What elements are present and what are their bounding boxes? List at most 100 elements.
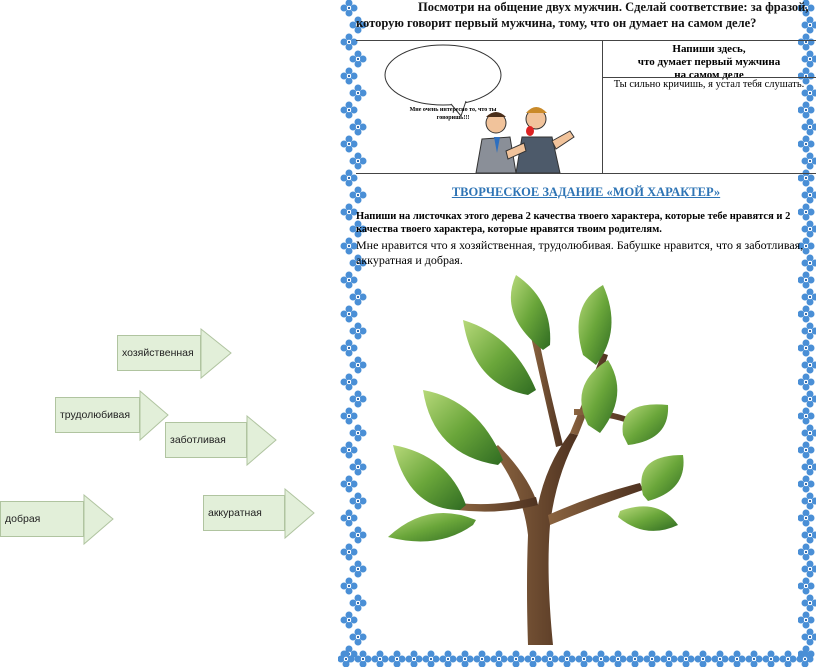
speech-bubble-text: Мне очень интересно то, что ты говоришь!… — [409, 107, 497, 121]
flower-icon — [340, 271, 358, 289]
flower-icon — [801, 458, 816, 476]
arrow-head-1 — [200, 327, 232, 380]
flower-icon — [801, 322, 816, 340]
flower-icon — [422, 650, 440, 667]
leaf-2 — [578, 285, 612, 365]
flower-icon — [558, 650, 576, 667]
flower-icon — [490, 650, 508, 667]
flower-icon — [798, 577, 815, 595]
flower-icon — [340, 373, 358, 391]
leaf-7 — [641, 455, 684, 501]
flower-icon — [798, 271, 815, 289]
section-title: ТВОРЧЕСКОЕ ЗАДАНИЕ «МОЙ ХАРАКТЕР» — [451, 185, 721, 199]
flower-icon — [801, 560, 816, 578]
flower-icon — [541, 650, 559, 667]
flower-icon — [801, 288, 816, 306]
flower-icon — [349, 356, 367, 374]
arrow-head-3 — [246, 414, 277, 467]
tree-illustration — [388, 275, 684, 645]
flower-icon — [340, 135, 358, 153]
arrow-label-3: заботливая — [170, 434, 226, 446]
flower-icon — [340, 577, 358, 595]
flower-icon — [349, 594, 367, 612]
flower-icon — [711, 650, 729, 667]
flower-icon — [798, 543, 815, 561]
right-header-line-3: на самом деле — [674, 69, 744, 81]
flower-icon — [592, 650, 610, 667]
leaf-8 — [393, 445, 466, 510]
men-talking-illustration — [384, 44, 575, 173]
arrow-shape-1: хозяйственная — [117, 327, 232, 380]
flower-icon — [801, 628, 816, 646]
flower-icon — [340, 407, 358, 425]
flower-icon — [349, 322, 367, 340]
flower-icon — [349, 424, 367, 442]
flower-icon — [340, 33, 358, 51]
flower-icon — [677, 650, 695, 667]
arrow-label-4: добрая — [5, 513, 41, 525]
arrow-head-2 — [139, 389, 169, 442]
flower-icon — [349, 390, 367, 408]
flower-icon — [762, 650, 780, 667]
table-divider — [602, 41, 603, 173]
arrow-label-1: хозяйственная — [122, 347, 194, 359]
flower-icon — [349, 492, 367, 510]
flower-icon — [798, 441, 815, 459]
flower-icon — [349, 526, 367, 544]
document-page: Посмотри на общение двух мужчин. Сделай … — [338, 0, 816, 667]
leaf-1 — [510, 275, 551, 350]
flower-icon — [340, 101, 358, 119]
flower-icon — [660, 650, 678, 667]
flower-icon — [349, 458, 367, 476]
flower-icon — [798, 373, 815, 391]
flower-icon — [801, 526, 816, 544]
arrow-shape-2: трудолюбивая — [55, 389, 169, 442]
flower-icon — [575, 650, 593, 667]
leaf-3 — [463, 320, 536, 395]
flower-icon — [798, 611, 815, 629]
flower-icon — [745, 650, 763, 667]
flower-icon — [456, 650, 474, 667]
flower-icon — [801, 594, 816, 612]
flower-icon — [798, 305, 815, 323]
flower-icon — [728, 650, 746, 667]
leaf-4 — [581, 360, 618, 433]
flower-icon — [340, 203, 358, 221]
arrow-head-5 — [284, 487, 315, 540]
leaf-10 — [618, 506, 678, 531]
flower-icon — [340, 441, 358, 459]
flower-icon — [798, 339, 815, 357]
floral-border-bottom — [338, 650, 814, 667]
instruction-line-2: качества твоего характера, которые нравя… — [356, 224, 662, 235]
flower-icon — [779, 650, 797, 667]
flower-icon — [388, 650, 406, 667]
leaf-9 — [388, 512, 476, 542]
task-table: Напиши здесь, что думает первый мужчина … — [356, 40, 816, 174]
header-rule — [602, 77, 816, 78]
flower-icon — [801, 390, 816, 408]
flower-icon — [473, 650, 491, 667]
flower-icon — [609, 650, 627, 667]
flower-icon — [439, 650, 457, 667]
flower-icon — [405, 650, 423, 667]
right-column-answer: Ты сильно кричишь, я устал тебя слушать. — [613, 79, 805, 90]
flower-icon — [507, 650, 525, 667]
arrow-label-5: аккуратная — [208, 507, 262, 519]
flower-icon — [801, 356, 816, 374]
flower-icon — [340, 475, 358, 493]
flower-icon — [801, 492, 816, 510]
right-header-line-2: что думает первый мужчина — [637, 56, 781, 68]
flower-icon — [349, 288, 367, 306]
flower-icon — [340, 237, 358, 255]
title-line-2: которую говорит первый мужчина, тому, чт… — [356, 16, 757, 30]
leaf-6 — [423, 390, 503, 465]
flower-icon — [371, 650, 389, 667]
arrow-shape-4: добрая — [0, 493, 114, 546]
arrow-head-4 — [83, 493, 114, 546]
flower-icon — [340, 339, 358, 357]
flower-icon — [524, 650, 542, 667]
flower-icon — [340, 543, 358, 561]
flower-icon — [340, 305, 358, 323]
flower-icon — [340, 67, 358, 85]
flower-icon — [798, 407, 815, 425]
